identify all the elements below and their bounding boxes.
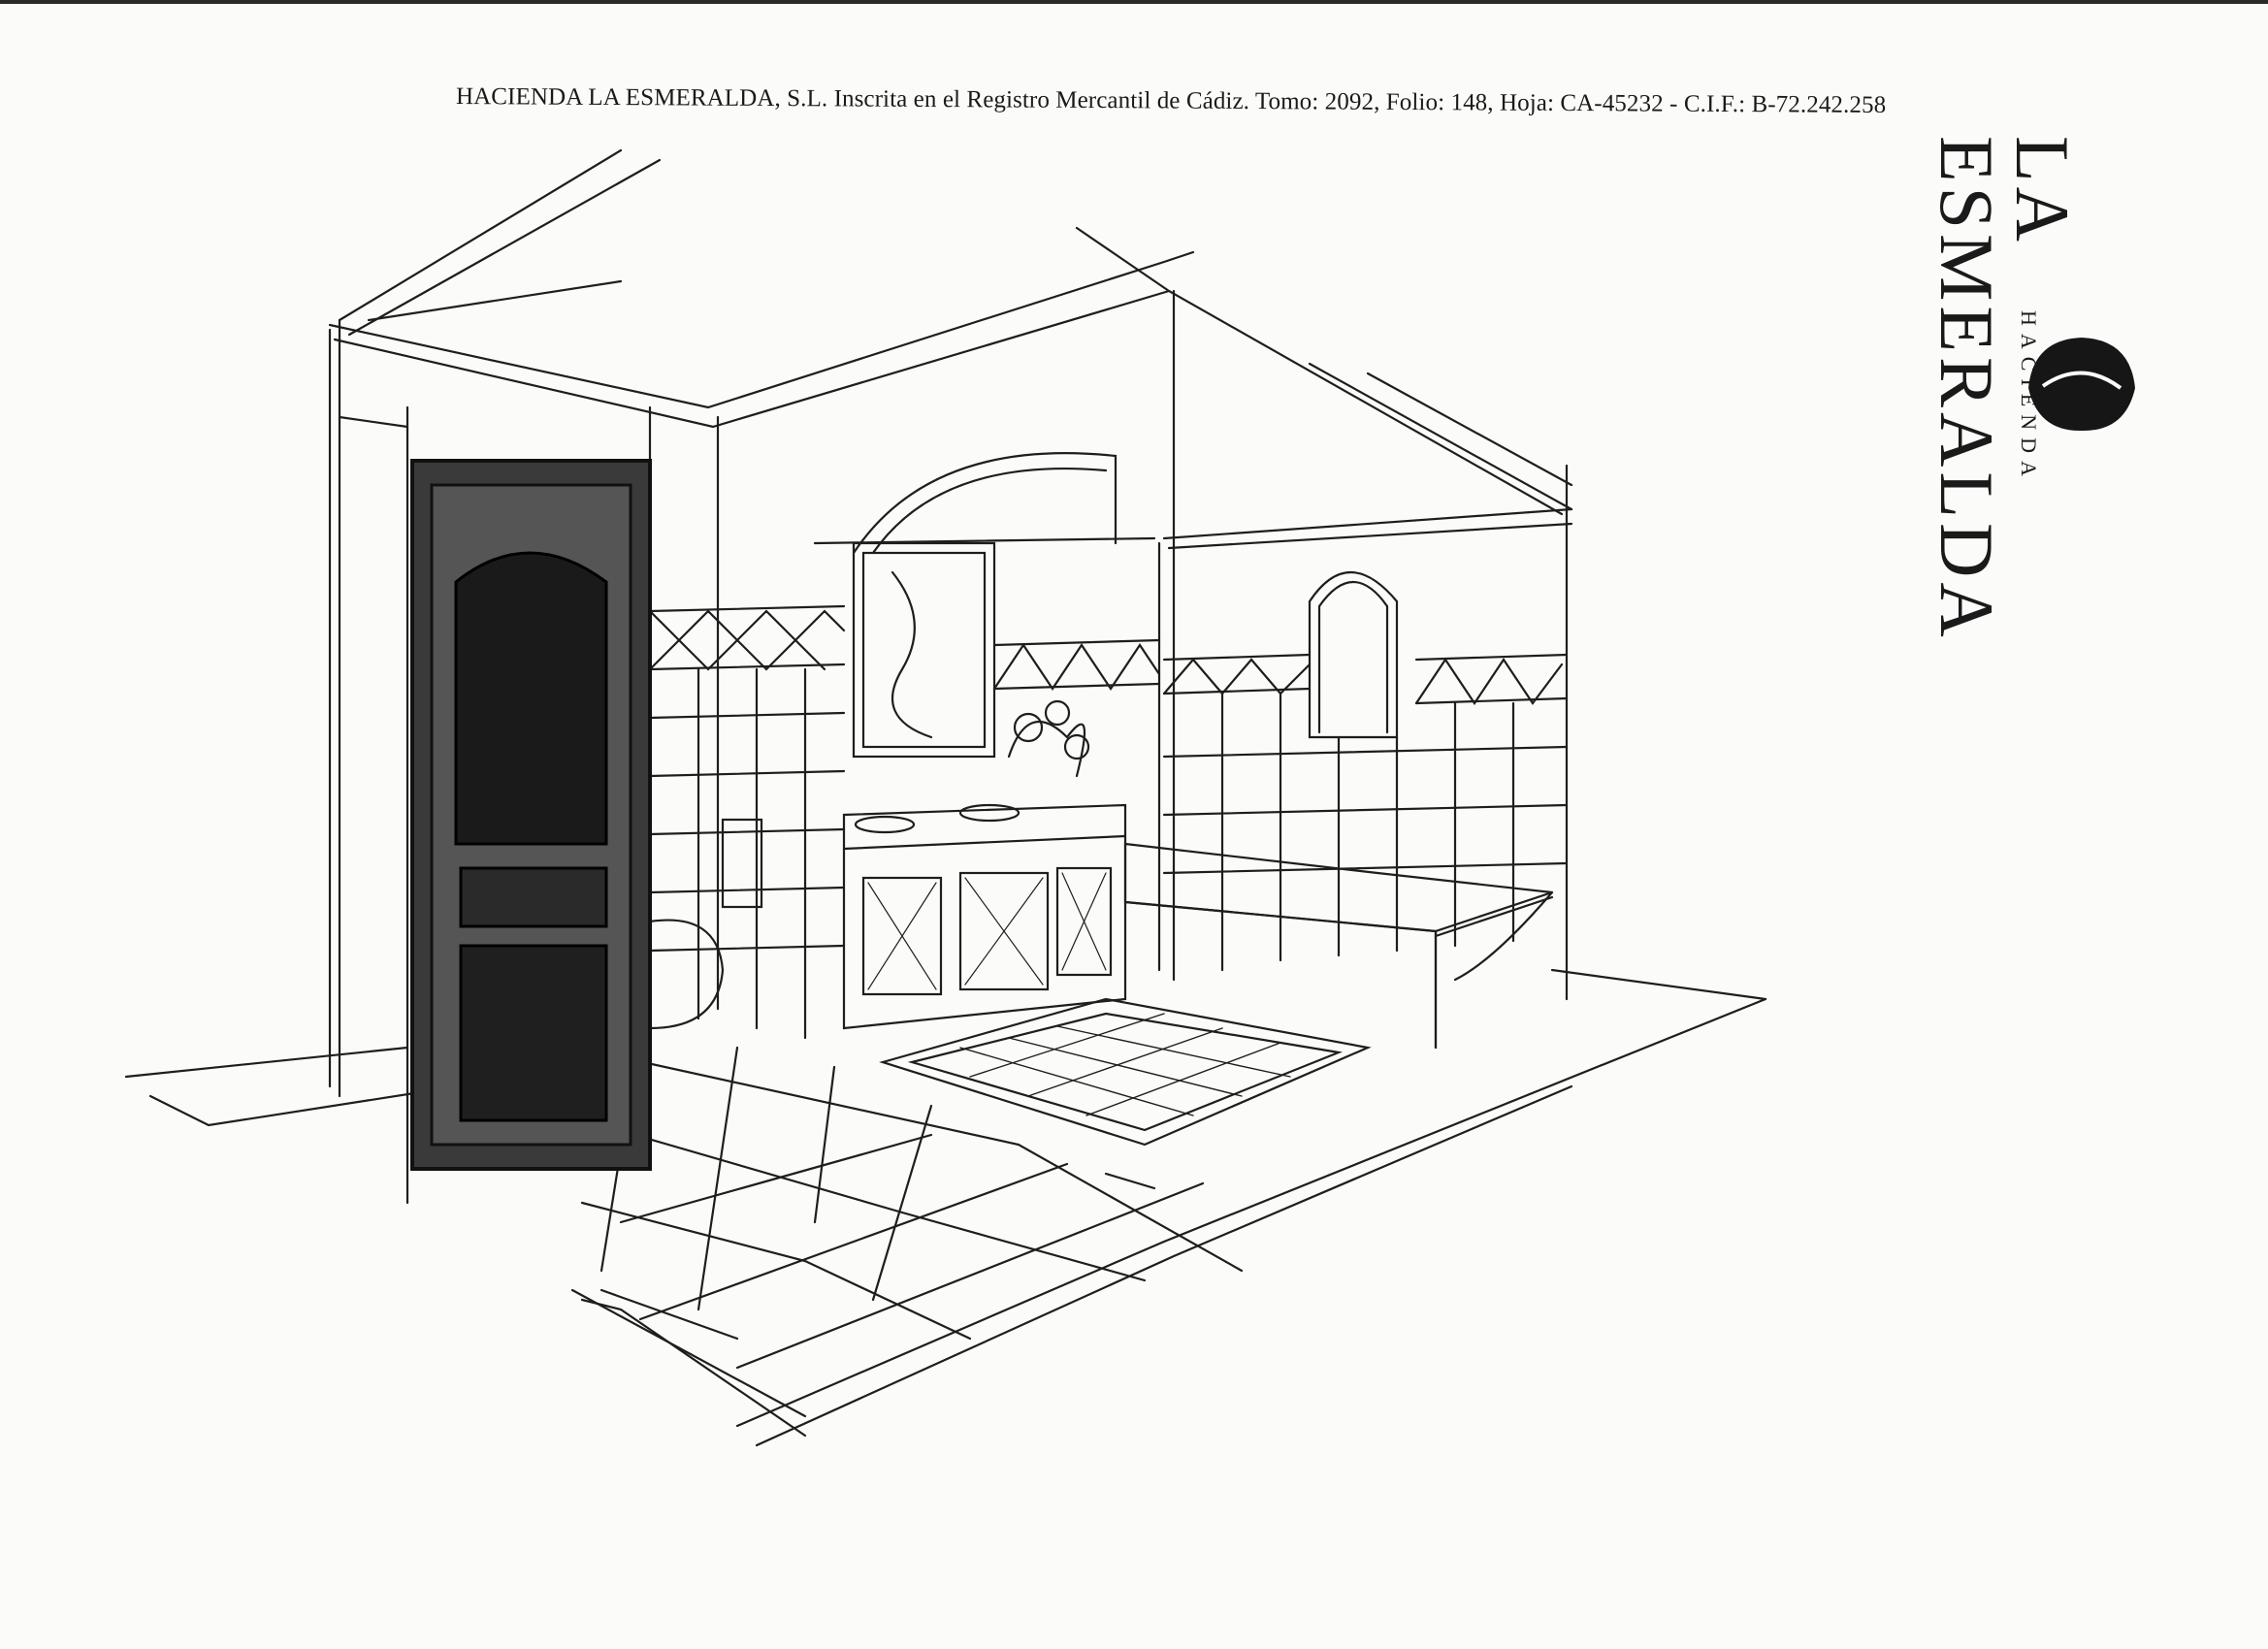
brand-name: LA ESMERALDA (1925, 136, 2085, 642)
carved-door (410, 459, 652, 1171)
brand-logo-block: LA ESMERALDA HACIENDA (1919, 116, 2152, 737)
scan-edge (0, 0, 2268, 4)
leaf-icon (2028, 338, 2135, 432)
